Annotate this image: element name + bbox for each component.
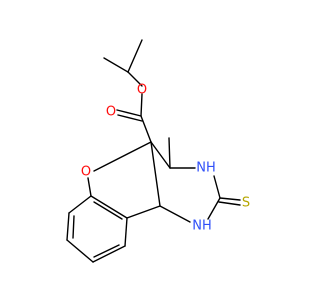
atom-label-ester-oxygen: O <box>137 83 147 98</box>
bond <box>140 115 152 143</box>
molecule-canvas: O O O NH NH S <box>66 39 250 263</box>
bond-lines <box>66 39 241 263</box>
bond <box>72 215 75 239</box>
bond <box>126 205 161 219</box>
bond <box>103 57 129 73</box>
bond <box>66 239 94 263</box>
bond <box>87 177 92 197</box>
bond <box>93 244 120 258</box>
atom-labels: O O O NH NH S <box>81 83 250 234</box>
bond <box>90 195 128 219</box>
bond <box>66 212 70 241</box>
bond <box>124 217 128 247</box>
bond <box>140 93 143 117</box>
bond <box>168 137 171 169</box>
bond <box>94 171 97 181</box>
atom-label-ring-oxygen: O <box>81 165 91 180</box>
bond <box>207 197 221 220</box>
bond <box>127 39 143 73</box>
bond <box>150 141 161 207</box>
bond <box>150 141 171 169</box>
bond <box>127 71 143 87</box>
atom-label-nh-lower: NH <box>192 219 212 234</box>
bond <box>93 201 123 220</box>
bond <box>117 114 143 122</box>
bond <box>68 195 92 214</box>
atom-label-carbonyl-oxygen: O <box>106 105 116 120</box>
bond <box>159 205 191 223</box>
molecule-structure: O O O NH NH S <box>66 39 250 263</box>
bond <box>116 109 142 117</box>
bond <box>93 141 152 172</box>
bond <box>219 197 241 201</box>
atom-label-sulfur: S <box>242 196 250 211</box>
atom-label-nh-upper: NH <box>196 161 216 176</box>
bond <box>213 175 221 199</box>
bond <box>92 245 126 263</box>
bond <box>218 201 241 206</box>
